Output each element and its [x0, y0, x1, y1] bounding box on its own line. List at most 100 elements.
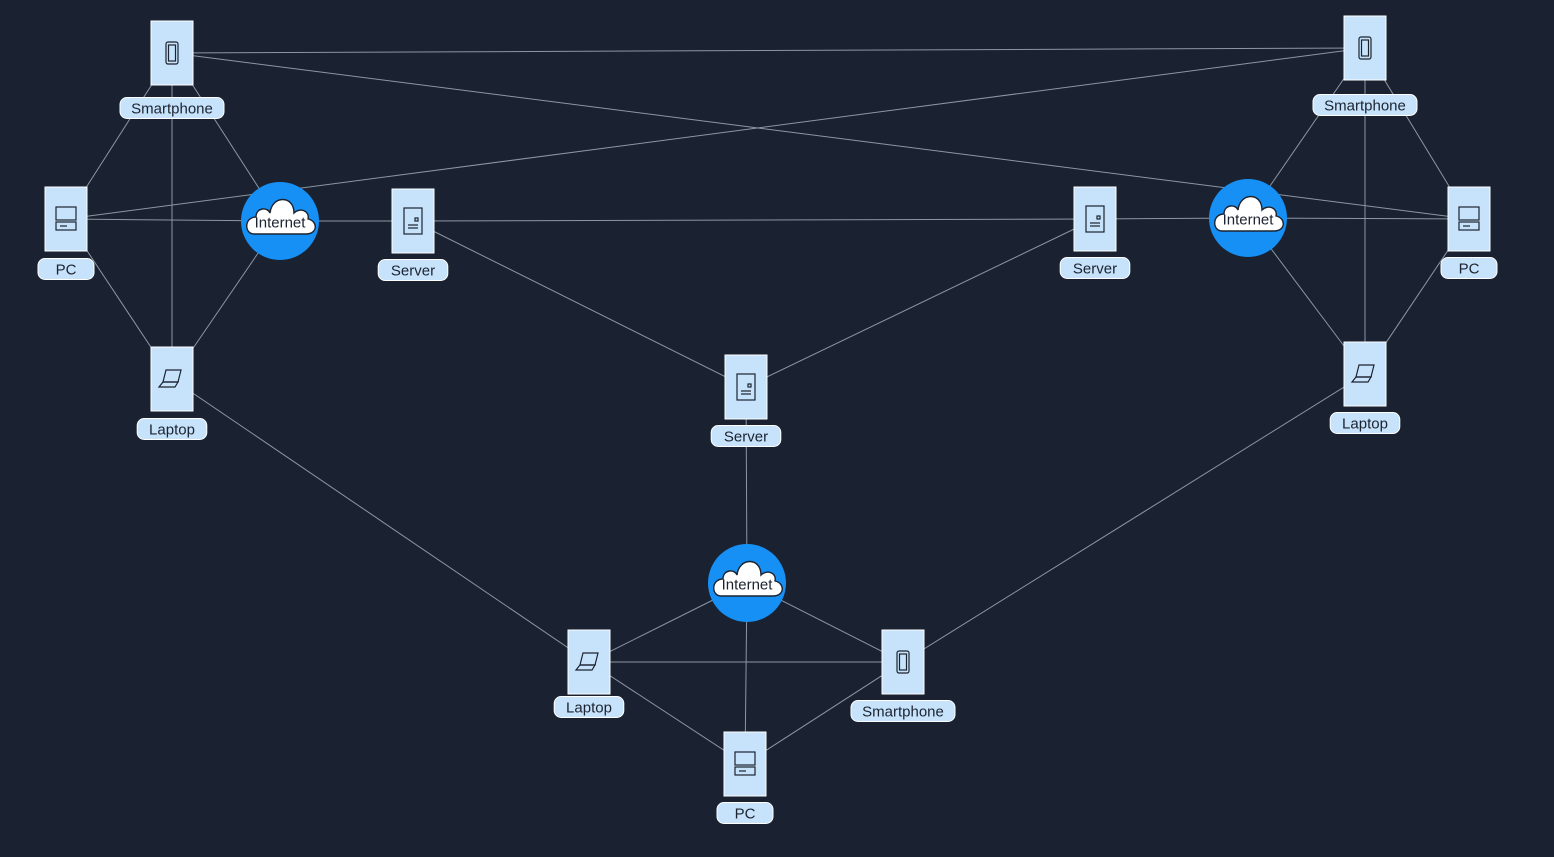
- laptop-base-glyph: [157, 381, 180, 388]
- smartphone-label-pill: [1312, 94, 1418, 116]
- server-glyph: [1085, 205, 1105, 233]
- server-label: Server: [391, 263, 435, 280]
- pc-icon: [1458, 206, 1480, 231]
- smartphone-icon: [896, 650, 910, 674]
- smartphone-label: Smartphone: [131, 101, 213, 118]
- edge-sp-top-left-to-sp-top-right: [171, 47, 1366, 54]
- pc-monitor-glyph: [1458, 206, 1480, 221]
- laptop-device-box: [1343, 341, 1387, 407]
- laptop-base-glyph: [574, 664, 597, 671]
- server-glyph: [403, 207, 423, 235]
- laptop-label: Laptop: [1342, 416, 1388, 433]
- laptop-icon: [157, 369, 182, 388]
- pc-base-glyph: [55, 221, 77, 231]
- node-inet-right[interactable]: Internet: [1209, 179, 1287, 257]
- node-laptop-bottom[interactable]: Laptop: [553, 629, 625, 718]
- pc-label: PC: [1459, 261, 1480, 278]
- cloud-icon: [246, 198, 316, 235]
- smartphone-icon: [1358, 36, 1372, 60]
- laptop-device-box: [150, 346, 194, 412]
- smartphone-device-box: [881, 629, 925, 695]
- cloud-icon: [713, 560, 783, 597]
- internet-label: Internet: [722, 577, 774, 594]
- laptop-label: Laptop: [149, 422, 195, 439]
- laptop-label-pill: [553, 696, 625, 718]
- node-inet-bottom[interactable]: Internet: [708, 544, 786, 622]
- pc-device-box: [723, 731, 767, 797]
- laptop-base-glyph: [1350, 376, 1373, 383]
- internet-label: Internet: [1223, 212, 1275, 229]
- pc-label: PC: [735, 806, 756, 823]
- internet-label: Internet: [255, 215, 307, 232]
- server-led-glyph: [747, 383, 752, 388]
- node-server-right[interactable]: Server: [1059, 186, 1131, 279]
- server-led-glyph: [414, 217, 419, 222]
- edge-laptop-right-to-sp-bottom: [902, 373, 1366, 663]
- pc-label-pill: [1440, 257, 1498, 279]
- edge-sp-bottom-to-pc-bottom: [744, 661, 904, 765]
- pc-device-box: [44, 186, 88, 252]
- node-pc-bottom[interactable]: PC: [716, 731, 774, 824]
- node-sp-top-right[interactable]: Smartphone: [1312, 15, 1418, 116]
- edge-laptop-bottom-to-pc-bottom: [588, 661, 746, 765]
- laptop-icon: [1350, 364, 1375, 383]
- smartphone-screen: [898, 653, 908, 671]
- server-device-box: [391, 188, 435, 254]
- node-laptop-left[interactable]: Laptop: [136, 346, 208, 440]
- laptop-icon: [574, 652, 599, 671]
- laptop-device-box: [567, 629, 611, 695]
- node-layer: SmartphonePCInternetServerLaptopSmartpho…: [37, 15, 1498, 824]
- pc-monitor-glyph: [734, 751, 756, 766]
- edge-server-right-to-server-center: [745, 218, 1096, 388]
- pc-icon: [734, 751, 756, 776]
- node-sp-bottom[interactable]: Smartphone: [850, 629, 956, 722]
- node-server-left[interactable]: Server: [377, 188, 449, 281]
- cloud-icon: [1214, 195, 1284, 232]
- edge-server-left-to-server-right: [412, 218, 1096, 222]
- server-icon: [403, 207, 423, 235]
- pc-base-glyph: [734, 766, 756, 776]
- node-pc-left[interactable]: PC: [37, 186, 95, 280]
- smartphone-device-box: [1343, 15, 1387, 81]
- smartphone-icon: [165, 41, 179, 65]
- node-pc-right[interactable]: PC: [1440, 186, 1498, 279]
- node-sp-top-left[interactable]: Smartphone: [119, 20, 225, 119]
- server-icon: [1085, 205, 1105, 233]
- laptop-label-pill: [1329, 412, 1401, 434]
- server-device-box: [724, 354, 768, 420]
- server-label-pill: [1059, 257, 1131, 279]
- smartphone-label: Smartphone: [1324, 98, 1406, 115]
- edge-server-left-to-server-center: [412, 220, 747, 388]
- smartphone-label-pill: [850, 700, 956, 722]
- smartphone-screen: [167, 44, 177, 62]
- server-device-box: [1073, 186, 1117, 252]
- server-icon: [736, 373, 756, 401]
- server-led-glyph: [1096, 215, 1101, 220]
- server-label: Server: [724, 429, 768, 446]
- pc-base-glyph: [1458, 221, 1480, 231]
- pc-label-pill: [37, 258, 95, 280]
- smartphone-glyph: [896, 650, 910, 674]
- server-label-pill: [377, 259, 449, 281]
- node-server-center[interactable]: Server: [710, 354, 782, 447]
- pc-label-pill: [716, 802, 774, 824]
- smartphone-glyph: [1358, 36, 1372, 60]
- smartphone-screen: [1360, 39, 1370, 57]
- server-label: Server: [1073, 261, 1117, 278]
- smartphone-glyph: [165, 41, 179, 65]
- edge-laptop-left-to-laptop-bottom: [171, 378, 590, 663]
- smartphone-device-box: [150, 20, 194, 86]
- laptop-label: Laptop: [566, 700, 612, 717]
- smartphone-label-pill: [119, 97, 225, 119]
- smartphone-label: Smartphone: [862, 704, 944, 721]
- pc-device-box: [1447, 186, 1491, 252]
- server-label-pill: [710, 425, 782, 447]
- pc-monitor-glyph: [55, 206, 77, 221]
- pc-icon: [55, 206, 77, 231]
- laptop-label-pill: [136, 418, 208, 440]
- node-inet-left[interactable]: Internet: [241, 182, 319, 260]
- server-glyph: [736, 373, 756, 401]
- node-laptop-right[interactable]: Laptop: [1329, 341, 1401, 434]
- pc-label: PC: [56, 262, 77, 279]
